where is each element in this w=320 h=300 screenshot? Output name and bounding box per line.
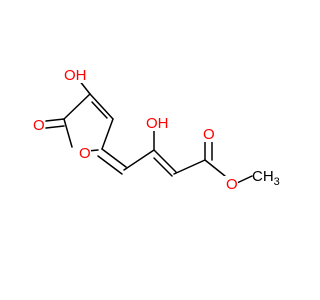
ring-oxygen-label: O — [79, 145, 91, 162]
bond-ester-o-ch3 — [236, 175, 253, 184]
bond-ring-c3-c4 — [63, 93, 91, 120]
bond-ring-c3-c2-outer — [89, 93, 114, 120]
atom-labels: OH O O OH O O CH3 — [31, 67, 280, 193]
bond-chain-double-2 — [153, 157, 173, 177]
ring-carbonyl-oxygen-label: O — [33, 117, 45, 134]
bond-chain-c8-c9 — [173, 159, 206, 175]
bond-ring-c3-c2-inner — [91, 101, 108, 119]
bond-ring-carbonyl-o2 — [45, 125, 65, 129]
bonds — [45, 79, 253, 184]
bond-ester-c-o — [204, 159, 226, 177]
methyl-text: CH — [252, 168, 274, 185]
bond-exo-double-1 — [101, 148, 127, 168]
ring-hydroxyl-label: OH — [64, 67, 87, 84]
bond-ring-c5-c2 — [101, 118, 114, 150]
bond-ring-carbonyl-c — [63, 118, 73, 148]
ester-oxygen-label: O — [226, 176, 238, 193]
bond-chain-c6-c7 — [123, 149, 155, 171]
ester-carbonyl-oxygen-label: O — [203, 126, 215, 143]
bond-ring-carbonyl-o1 — [45, 118, 65, 122]
chain-hydroxyl-label: OH — [146, 115, 169, 132]
methyl-subscript: 3 — [274, 176, 280, 188]
methyl-label: CH3 — [252, 168, 280, 188]
chemical-structure-diagram: OH O O OH O O CH3 — [31, 67, 280, 193]
bond-chain-double-1 — [153, 149, 177, 173]
bond-exo-double-2 — [97, 155, 123, 175]
